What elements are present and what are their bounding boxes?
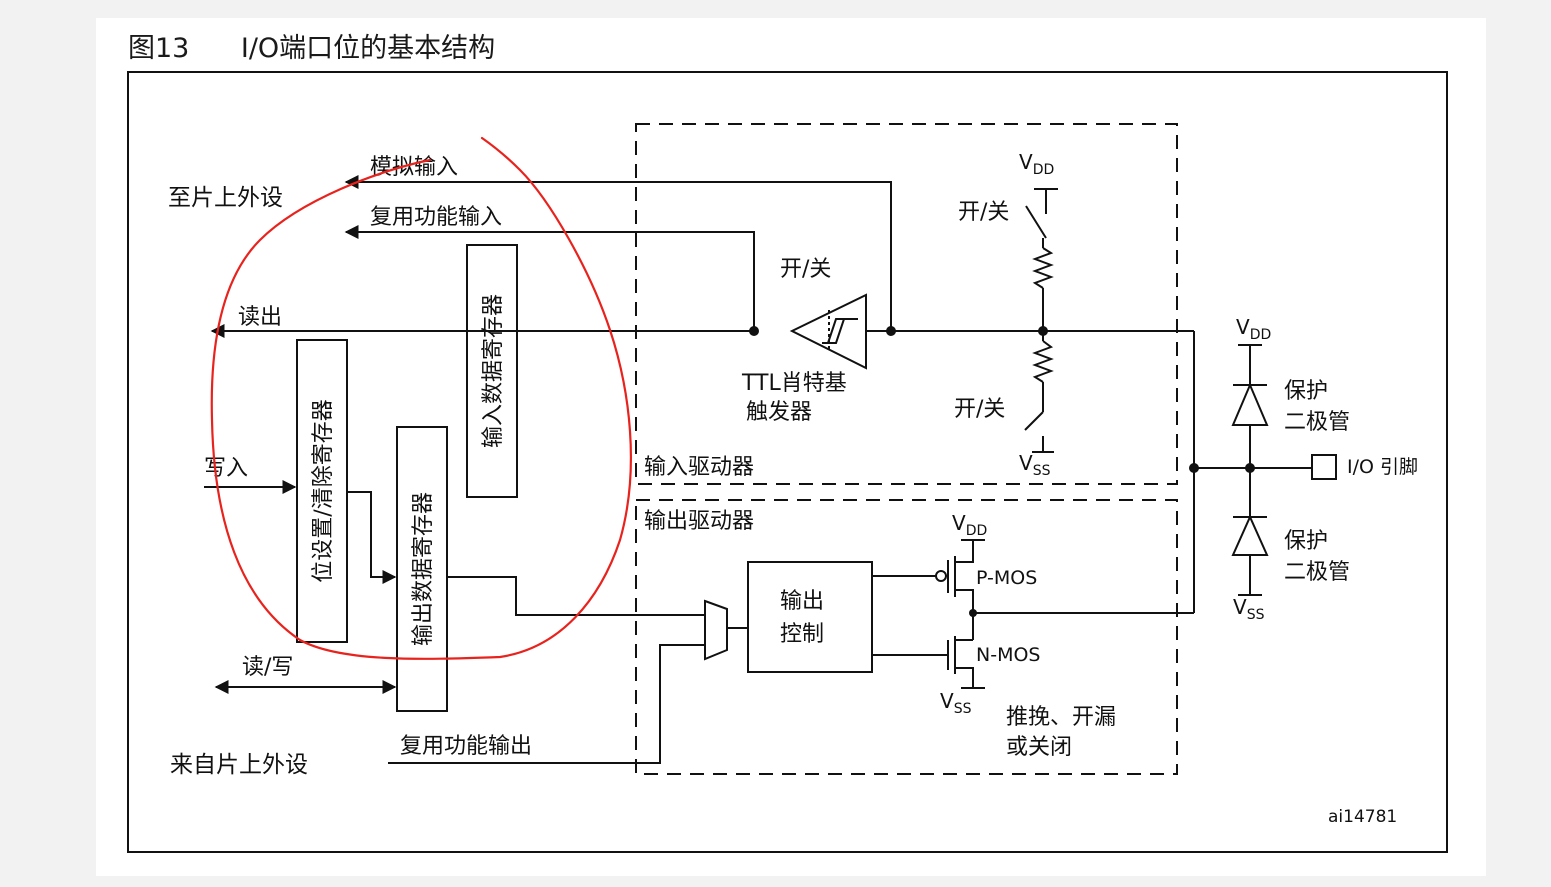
diagram-frame	[127, 71, 1448, 853]
pull-down-network	[1024, 331, 1054, 453]
vdd-pullup-label: VDD	[1019, 150, 1054, 178]
output-control-line2: 控制	[780, 622, 824, 647]
figure-caption: I/O端口位的基本结构	[240, 33, 496, 64]
figure-number: 图13	[128, 33, 190, 64]
input-driver-label: 输入驱动器	[644, 455, 754, 480]
nmos-label: N-MOS	[976, 644, 1040, 666]
af-input-label: 复用功能输入	[370, 205, 502, 230]
junction-dot	[749, 326, 759, 336]
schmitt-label-line2: 触发器	[746, 400, 812, 425]
pmos-label: P-MOS	[976, 567, 1037, 589]
output-mux	[704, 599, 728, 661]
read-write-label: 读/写	[242, 655, 293, 680]
io-pin-label: I/O 引脚	[1347, 456, 1418, 478]
bit-set-reset-register	[296, 339, 348, 643]
from-peripheral-label: 来自片上外设	[170, 752, 308, 778]
vdd-protection-label: VDD	[1236, 315, 1271, 343]
junction-dot	[886, 326, 896, 336]
analog-input-line	[344, 175, 892, 331]
protection-diodes	[1231, 344, 1269, 596]
to-peripheral-label: 至片上外设	[168, 185, 283, 211]
schmitt-label-line1: TTL肖特基	[741, 371, 847, 396]
output-mode-line1: 推挽、开漏	[1006, 705, 1116, 730]
vss-pulldown-label: VSS	[1019, 451, 1051, 479]
schmitt-switch-label: 开/关	[780, 257, 831, 282]
af-input-line	[344, 225, 755, 331]
protection-top-line2: 二极管	[1284, 410, 1350, 435]
write-in-label: 写入	[204, 456, 248, 481]
output-driver-label: 输出驱动器	[644, 509, 754, 534]
af-output-label: 复用功能输出	[400, 734, 532, 759]
mos-output-stage	[872, 539, 985, 689]
input-data-register-label: 输入数据寄存器	[481, 294, 506, 448]
input-driver-box	[635, 123, 1178, 485]
output-data-register-label: 输出数据寄存器	[411, 492, 436, 646]
bit-set-reset-register-label: 位设置/清除寄存器	[311, 399, 336, 582]
output-driver-box	[635, 499, 1178, 775]
pull-up-network	[1025, 188, 1058, 331]
input-data-register	[466, 244, 518, 498]
protection-bottom-line2: 二极管	[1284, 560, 1350, 585]
vdd-pmos-label: VDD	[952, 511, 987, 539]
schmitt-trigger	[789, 293, 867, 370]
output-control-block	[747, 561, 873, 673]
vss-protection-label: VSS	[1233, 595, 1265, 623]
read-out-label: 读出	[238, 305, 282, 330]
vss-nmos-label: VSS	[940, 689, 972, 717]
pull-up-switch-label: 开/关	[958, 200, 1009, 225]
bsr-to-odr-line	[347, 491, 397, 584]
pull-down-switch-label: 开/关	[954, 397, 1005, 422]
figure-code: ai14781	[1328, 807, 1397, 827]
af-output-line	[388, 644, 705, 764]
red-annotation-loop	[210, 136, 632, 660]
figure-title: 图13 I/O端口位的基本结构	[128, 26, 495, 65]
junction-dot	[1189, 463, 1199, 473]
output-mode-line2: 或关闭	[1006, 735, 1072, 760]
io-pin-pad	[1311, 454, 1337, 480]
output-control-line1: 输出	[780, 589, 824, 614]
protection-top-line1: 保护	[1284, 379, 1328, 404]
output-data-register	[396, 426, 448, 712]
odr-to-mux-line	[447, 576, 705, 616]
protection-bottom-line1: 保护	[1284, 529, 1328, 554]
analog-input-label: 模拟输入	[370, 155, 458, 180]
